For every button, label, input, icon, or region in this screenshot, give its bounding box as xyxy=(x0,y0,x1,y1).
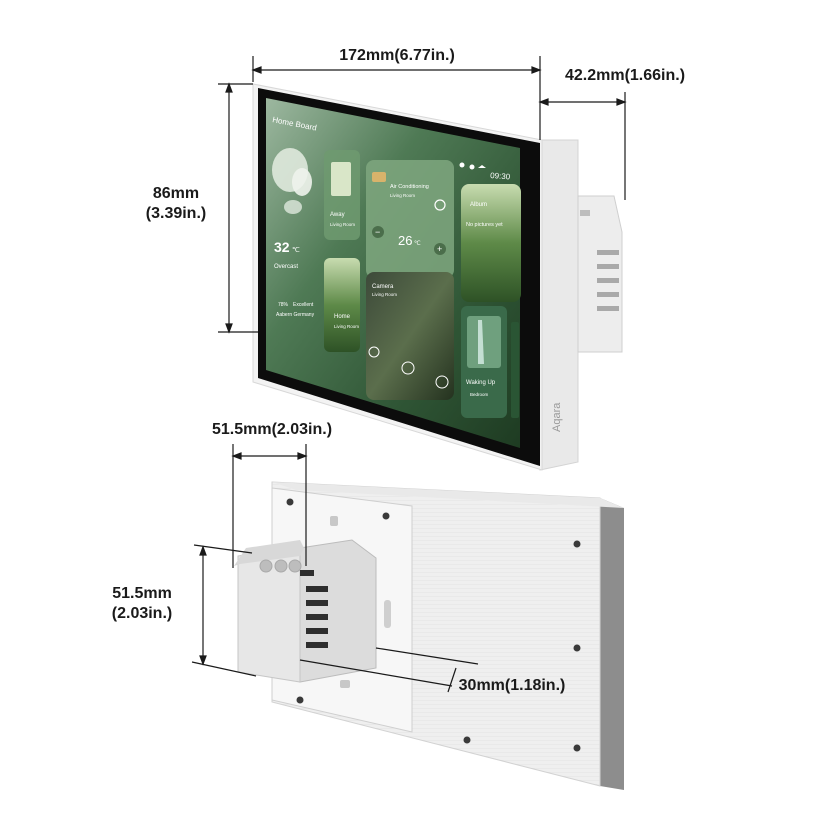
card-camera-label: Camera xyxy=(372,284,394,290)
card-away-room: Living Room xyxy=(330,222,355,227)
ac-minus-glyph: − xyxy=(375,227,380,237)
card-home-label: Home xyxy=(334,314,351,320)
ac-plus-button[interactable] xyxy=(434,243,446,255)
dim-depth-top xyxy=(538,92,627,200)
plate-slot-vertical xyxy=(384,600,391,628)
card-album[interactable]: Album No pictures yet xyxy=(461,184,521,302)
dim-width-top-label: 172mm(6.77in.) xyxy=(339,47,455,64)
moon-icon xyxy=(469,164,475,170)
ac-icon xyxy=(372,172,386,182)
mic-icon xyxy=(459,162,465,168)
terminal xyxy=(288,559,302,573)
dim-box-height-in-label: (2.03in.) xyxy=(112,605,172,622)
card-away-label: Away xyxy=(330,212,345,218)
card-home[interactable]: Home Living Room xyxy=(324,258,360,352)
card-camera[interactable]: Camera Living Room xyxy=(366,272,454,400)
terminal xyxy=(259,559,273,573)
screen-ui: Home Board 32 ℃ Overcast 78% Excellent A… xyxy=(272,115,521,418)
screen-time: 09:30 xyxy=(490,171,511,181)
ac-plus-glyph: + xyxy=(437,244,442,254)
screw xyxy=(573,540,581,548)
dim-box-depth-label: 30mm(1.18in.) xyxy=(459,677,566,694)
weather-air: Excellent xyxy=(293,302,314,308)
dim-height-mm-label: 86mm xyxy=(153,185,199,202)
camera-fullscreen-icon[interactable] xyxy=(435,375,449,389)
ac-temp: 26 xyxy=(398,233,412,248)
card-peek xyxy=(511,322,519,418)
ac-power-icon[interactable] xyxy=(434,199,446,211)
screw xyxy=(463,736,471,744)
dim-box-width-label: 51.5mm(2.03in.) xyxy=(212,421,332,438)
dim-height-top xyxy=(218,82,258,334)
ac-temp-unit: ℃ xyxy=(414,241,421,247)
card-home-room: Living Room xyxy=(334,324,359,329)
card-waking-room: Bedroom xyxy=(470,392,489,397)
card-ac[interactable]: Air Conditioning Living Room − 26 ℃ + xyxy=(366,160,454,278)
camera-pause-icon[interactable] xyxy=(401,361,415,375)
screw xyxy=(296,696,304,704)
card-waking-label: Waking Up xyxy=(466,380,496,386)
rear-box-side xyxy=(577,195,623,353)
weather-humidity: 78% xyxy=(278,302,289,308)
weather-condition: Overcast xyxy=(274,264,298,270)
wifi-icon xyxy=(478,165,486,168)
camera-arrow-icon[interactable] xyxy=(368,346,380,358)
screw xyxy=(382,512,390,520)
weather-temp: 32 xyxy=(274,239,290,255)
weather-unit: ℃ xyxy=(292,247,300,254)
dim-box-depth xyxy=(299,647,479,693)
dim-height-in-label: (3.39in.) xyxy=(146,205,206,222)
dim-box-height xyxy=(191,544,257,677)
front-view: Home Board 32 ℃ Overcast 78% Excellent A… xyxy=(252,83,623,471)
dim-box-height-mm-label: 51.5mm xyxy=(112,585,172,602)
card-camera-room: Living Room xyxy=(372,292,397,297)
screw xyxy=(286,498,294,506)
plate-slot xyxy=(330,516,338,526)
back-view xyxy=(234,481,624,790)
brand-logo: Aqara xyxy=(551,402,563,432)
card-ac-label: Air Conditioning xyxy=(390,184,429,190)
back-panel-edge xyxy=(600,498,624,790)
card-ac-room: Living Room xyxy=(390,193,415,198)
terminal xyxy=(274,559,288,573)
ac-minus-button[interactable] xyxy=(372,226,384,238)
screw xyxy=(573,644,581,652)
dim-width-top xyxy=(251,56,542,140)
back-panel-top-edge xyxy=(272,482,624,508)
card-album-sub: No pictures yet xyxy=(466,222,503,228)
plate-slot-bottom xyxy=(340,680,350,688)
card-waking[interactable]: Waking Up Bedroom xyxy=(461,306,507,418)
cloud-icon xyxy=(272,148,312,214)
junction-box xyxy=(234,539,377,683)
screw xyxy=(573,744,581,752)
dim-box-width xyxy=(231,444,308,568)
dim-depth-top-label: 42.2mm(1.66in.) xyxy=(565,67,685,84)
card-away[interactable]: Away Living Room xyxy=(324,150,360,240)
weather-location: Aabern Germany xyxy=(276,312,315,318)
card-album-label: Album xyxy=(470,202,487,208)
